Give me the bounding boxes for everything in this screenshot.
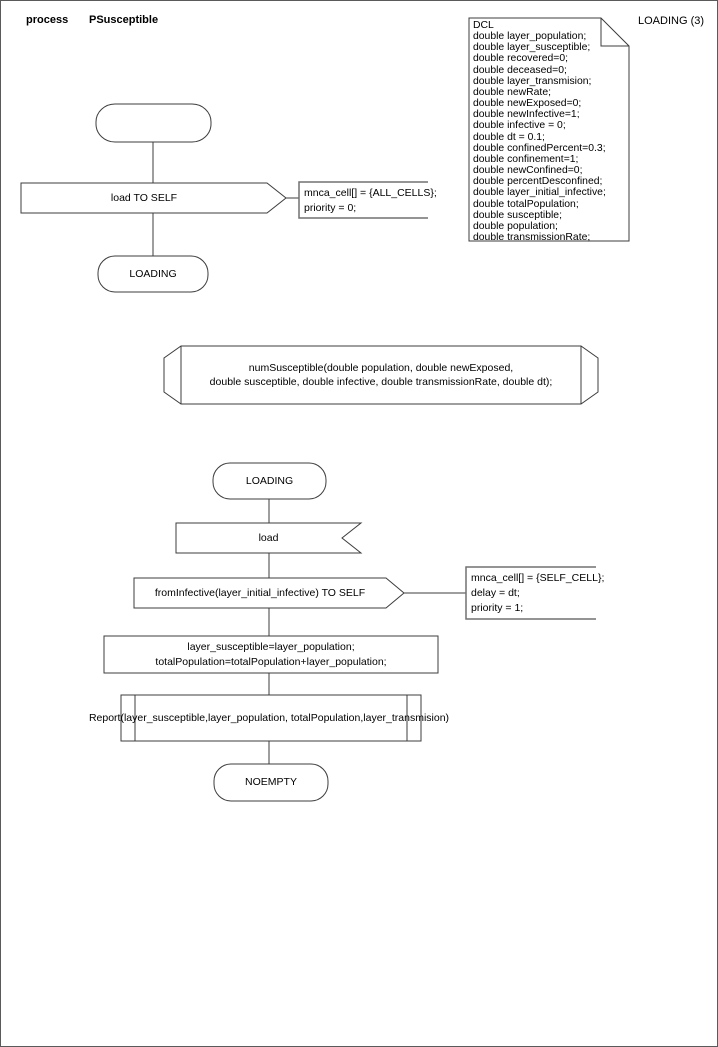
start-symbol xyxy=(95,103,212,143)
comment-bracket-2 xyxy=(465,566,596,620)
comment-bracket-1 xyxy=(298,181,428,219)
output-frominfective-label: fromInfective(layer_initial_infective) T… xyxy=(154,586,366,599)
state-loading-2-label: LOADING xyxy=(245,474,294,487)
output-symbol-frominfective xyxy=(133,577,405,609)
page-ref-label: LOADING (3) xyxy=(638,15,705,27)
state-symbol-noempty xyxy=(213,763,329,802)
declarations-text: DCL double layer_population; double laye… xyxy=(473,20,606,243)
output-load-to-self-label: load TO SELF xyxy=(110,191,178,204)
input-symbol-load xyxy=(175,522,363,554)
declarations-note-symbol xyxy=(468,17,630,242)
procedure-declaration-text: numSusceptible(double population, double… xyxy=(209,361,553,389)
comment-2-text: mnca_cell[] = {SELF_CELL}; delay = dt; p… xyxy=(471,572,605,614)
note-fold-icon xyxy=(600,18,629,47)
state-noempty-label: NOEMPTY xyxy=(245,776,297,789)
process-name: PSusceptible xyxy=(89,14,159,26)
state-symbol-loading-1 xyxy=(97,255,209,293)
output-symbol-load-to-self xyxy=(20,182,287,214)
input-load-label: load xyxy=(258,531,279,544)
process-keyword: process xyxy=(26,14,69,26)
task-text: layer_susceptible=layer_population; tota… xyxy=(155,641,387,668)
task-symbol xyxy=(103,635,439,674)
procedure-call-symbol xyxy=(120,694,422,742)
procedure-call-text: Report(layer_susceptible,layer_populatio… xyxy=(88,711,450,724)
state-loading-1-label: LOADING xyxy=(129,267,177,280)
comment-1-text: mnca_cell[] = {ALL_CELLS}; priority = 0; xyxy=(304,187,437,214)
